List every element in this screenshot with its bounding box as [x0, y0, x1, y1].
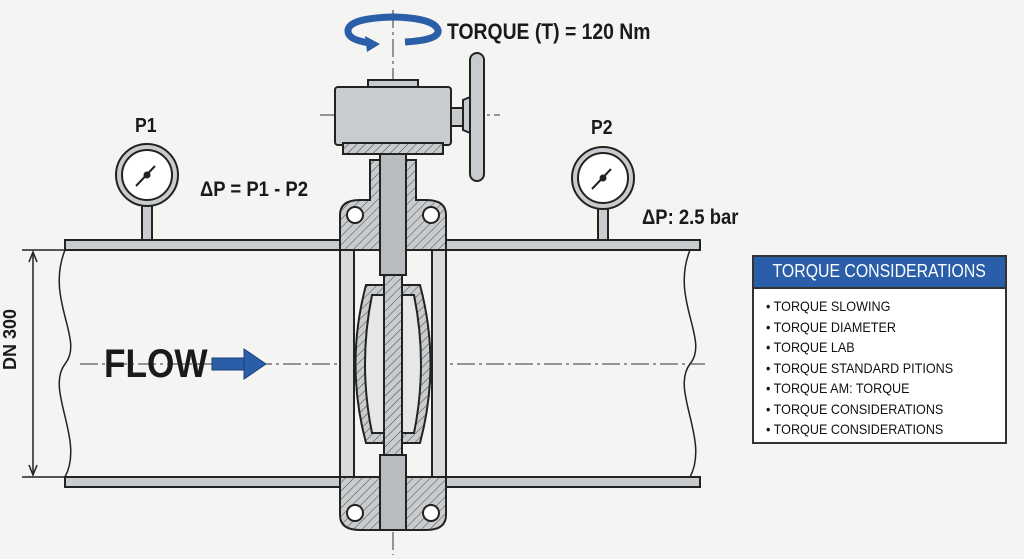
list-item-text: • TORQUE AM: TORQUE: [766, 380, 910, 396]
dn-label: DN 300: [0, 308, 20, 370]
flow-arrow-icon: [211, 348, 267, 380]
list-item-text: • TORQUE DIAMETER: [766, 318, 896, 335]
p1-label: P1: [135, 115, 157, 137]
delta-p-formula: ΔP = P1 - P2: [200, 178, 308, 201]
list-item: • TORQUE CONSIDERATIONS: [766, 399, 1005, 420]
flow-label: FLOW: [104, 342, 208, 386]
valve-body: [339, 149, 447, 531]
pressure-gauge-p1: [115, 143, 179, 241]
list-item: • TORQUE LAB: [766, 337, 1005, 358]
list-item-text: • TORQUE CONSIDERATIONS: [766, 400, 944, 417]
handwheel[interactable]: [462, 52, 485, 182]
list-item-text: • TORQUE STANDARD PITIONS: [766, 359, 954, 376]
list-item: • TORQUE SLOWING: [766, 296, 1005, 317]
dn-dimension-line: [22, 249, 65, 478]
considerations-list: • TORQUE SLOWING • TORQUE DIAMETER • TOR…: [766, 296, 1005, 440]
gearbox: [334, 79, 464, 155]
list-item: • TORQUE CONSIDERATIONS: [766, 419, 1005, 440]
list-item: • TORQUE AM: TORQUE: [766, 378, 1005, 399]
pressure-gauge-p2: [571, 146, 635, 241]
panel-title-text: TORQUE CONSIDERATIONS: [772, 261, 987, 281]
torque-label: TORQUE (T) = 120 Nm: [447, 19, 651, 44]
delta-p-value: ΔP: 2.5 bar: [642, 206, 739, 229]
list-item: • TORQUE STANDARD PITIONS: [766, 358, 1005, 379]
torque-considerations-panel: TORQUE CONSIDERATIONS • TORQUE SLOWING •…: [752, 255, 1007, 444]
torque-rotation-arrow-icon: [344, 13, 442, 52]
p2-label: P2: [591, 117, 613, 139]
list-item-text: • TORQUE LAB: [766, 339, 855, 355]
panel-title: TORQUE CONSIDERATIONS: [754, 257, 1005, 289]
list-item-text: • TORQUE SLOWING: [766, 298, 891, 314]
list-item: • TORQUE DIAMETER: [766, 317, 1005, 338]
list-item-text: • TORQUE CONSIDERATIONS: [766, 421, 944, 437]
